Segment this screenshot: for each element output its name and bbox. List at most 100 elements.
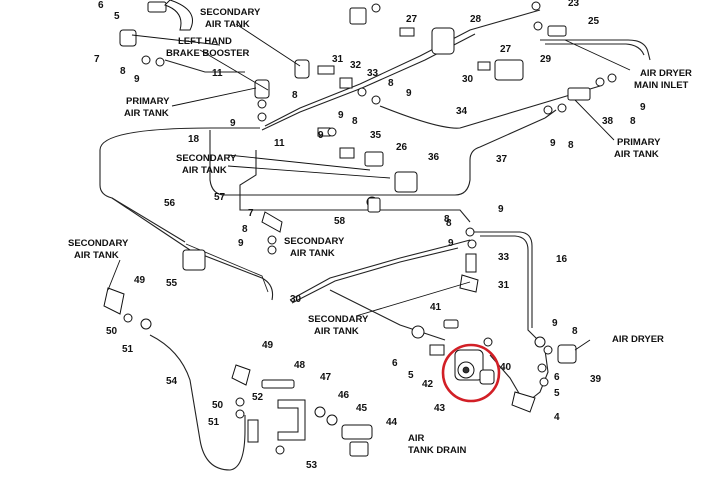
callout: 16	[556, 254, 568, 265]
air-tank-drain-line1: AIR	[408, 433, 425, 444]
callout: 9	[230, 118, 236, 129]
callout: 8	[444, 214, 450, 225]
callout: 31	[498, 280, 510, 291]
primary-air-tank-right-line2: AIR TANK	[614, 149, 659, 160]
callout: 9	[640, 102, 646, 113]
callout: 8	[568, 140, 574, 151]
callout: 40	[500, 362, 512, 373]
primary-air-tank-left-line1: PRIMARY	[126, 96, 170, 107]
callout: 27	[500, 44, 512, 55]
callout: 37	[496, 154, 508, 165]
air-dryer-label: AIR DRYER	[612, 334, 664, 345]
callout: 54	[166, 376, 178, 387]
air-tank-drain-line2: TANK DRAIN	[408, 445, 467, 456]
callout: 8	[120, 66, 126, 77]
callout: 6	[98, 0, 104, 11]
callout: 7	[248, 208, 254, 219]
callout: 30	[462, 74, 474, 85]
callout: 47	[320, 372, 332, 383]
secondary-air-tank-left-line2: AIR TANK	[74, 250, 119, 261]
callout: 36	[428, 152, 440, 163]
callout: 58	[334, 216, 346, 227]
callout: 33	[367, 68, 379, 79]
callout: 26	[396, 142, 408, 153]
leader-lines	[107, 23, 631, 351]
callout: 34	[456, 106, 468, 117]
callout: 5	[114, 11, 120, 22]
callout: 50	[212, 400, 224, 411]
callout: 6	[392, 358, 398, 369]
air-dryer-main-inlet-line2: MAIN INLET	[634, 80, 689, 91]
secondary-air-tank-top-line2: AIR TANK	[205, 19, 250, 30]
callout: 9	[550, 138, 556, 149]
callout: 44	[386, 417, 398, 428]
callout: 50	[106, 326, 118, 337]
callout: 42	[422, 379, 434, 390]
air-dryer-main-inlet-line1: AIR DRYER	[640, 68, 692, 79]
callout: 9	[318, 130, 324, 141]
callout: 57	[214, 192, 226, 203]
callout: 9	[406, 88, 412, 99]
callout: 25	[588, 16, 600, 27]
callout: 46	[338, 390, 350, 401]
callout: 29	[540, 54, 552, 65]
callout: 8	[630, 116, 636, 127]
primary-air-tank-right-line1: PRIMARY	[617, 137, 661, 148]
callout: 11	[212, 68, 223, 79]
callout: 53	[306, 460, 318, 471]
callout: 18	[188, 134, 200, 145]
callout: 9	[448, 238, 454, 249]
callout: 8	[242, 224, 248, 235]
callout: 9	[498, 204, 504, 215]
callout-numbers: 6 5 7 8 9 11 18 31 32 33 8 9 8 9 11 9 8 …	[94, 0, 646, 471]
callout: 48	[294, 360, 306, 371]
callout: 27	[406, 14, 418, 25]
callout: 52	[252, 392, 264, 403]
secondary-air-tank-mid-line1: SECONDARY	[176, 153, 237, 164]
callout: 43	[434, 403, 446, 414]
callout: 56	[164, 198, 176, 209]
callout: 8	[352, 116, 358, 127]
callout: 7	[94, 54, 100, 65]
callout: 9	[134, 74, 140, 85]
callout: 9	[338, 110, 344, 121]
callout: 49	[134, 275, 146, 286]
callout: 51	[208, 417, 220, 428]
left-hand-brake-booster-line2: BRAKE BOOSTER	[166, 48, 250, 59]
secondary-air-tank-center-line2: AIR TANK	[290, 248, 335, 259]
callout: 39	[590, 374, 602, 385]
secondary-air-tank-left-line1: SECONDARY	[68, 238, 129, 249]
callout: 45	[356, 403, 368, 414]
secondary-air-tank-center-line1: SECONDARY	[284, 236, 345, 247]
text-labels: SECONDARY AIR TANK LEFT HAND BRAKE BOOST…	[68, 7, 692, 456]
secondary-air-tank-mid-line2: AIR TANK	[182, 165, 227, 176]
fittings	[103, 0, 617, 457]
callout: 38	[602, 116, 614, 127]
callout: 8	[446, 218, 452, 229]
callout: 11	[274, 138, 285, 149]
callout: 55	[166, 278, 178, 289]
callout: 8	[292, 90, 298, 101]
callout: 4	[554, 412, 560, 423]
callout: 8	[572, 326, 578, 337]
left-hand-brake-booster-line1: LEFT HAND	[178, 36, 232, 47]
callout: 35	[370, 130, 382, 141]
callout: 23	[568, 0, 580, 9]
callout: 51	[122, 344, 134, 355]
callout: 49	[262, 340, 274, 351]
callout: 28	[470, 14, 482, 25]
callout: 31	[332, 54, 344, 65]
callout: 41	[430, 302, 442, 313]
highlight-ring	[441, 343, 501, 403]
secondary-air-tank-lower-line2: AIR TANK	[314, 326, 359, 337]
secondary-air-tank-lower-line1: SECONDARY	[308, 314, 369, 325]
callout: 33	[498, 252, 510, 263]
primary-air-tank-left-line2: AIR TANK	[124, 108, 169, 119]
callout: 30	[290, 294, 302, 305]
callout: 8	[388, 78, 394, 89]
callout: 6	[554, 372, 560, 383]
callout: 5	[554, 388, 560, 399]
secondary-air-tank-top-line1: SECONDARY	[200, 7, 261, 18]
